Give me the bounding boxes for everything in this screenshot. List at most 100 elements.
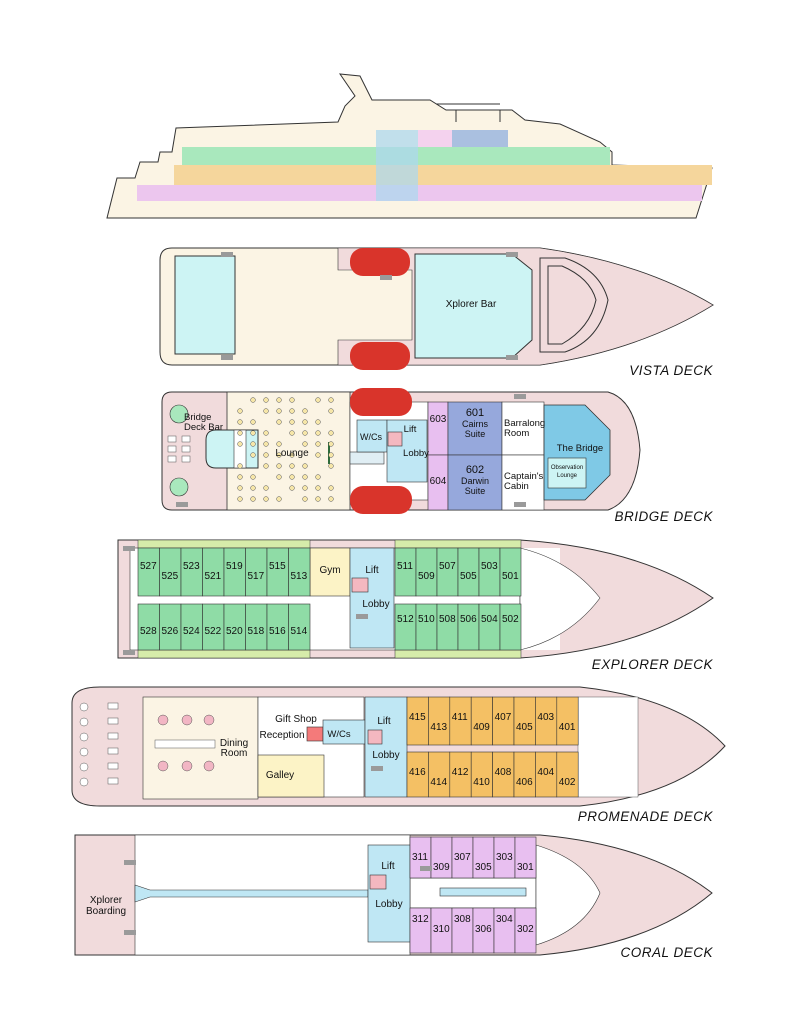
galley-room bbox=[257, 754, 325, 798]
dining-table bbox=[181, 714, 193, 726]
cabin-number: 514 bbox=[291, 626, 308, 637]
lounge-chair bbox=[302, 408, 308, 414]
galley-label: Galley bbox=[266, 770, 294, 781]
lift-shaft bbox=[367, 729, 383, 745]
cabin-603 bbox=[427, 401, 449, 456]
cabin-401 bbox=[556, 696, 579, 746]
captains-cabin-line1: Captain's bbox=[504, 471, 544, 482]
deck-seat bbox=[79, 702, 89, 712]
lobby-label: Lobby bbox=[403, 448, 429, 459]
lobby-area bbox=[386, 419, 428, 483]
lounge-chair bbox=[276, 397, 282, 403]
barralong-room bbox=[501, 401, 545, 456]
lounge-chair bbox=[315, 397, 321, 403]
cabin-number: 303 bbox=[496, 852, 513, 863]
cabin-number: 527 bbox=[140, 561, 157, 572]
lounge-chair bbox=[263, 463, 269, 469]
observation-lounge-line1: Observation bbox=[551, 465, 583, 471]
cabin-number: 410 bbox=[473, 777, 490, 788]
vent-grille bbox=[506, 355, 518, 360]
lounge-chair bbox=[289, 463, 295, 469]
lounge-chair bbox=[315, 430, 321, 436]
cabin-503 bbox=[478, 547, 501, 597]
darwin-suite bbox=[447, 454, 503, 511]
bar-table bbox=[167, 455, 177, 463]
reception-label: Reception bbox=[259, 730, 304, 741]
cabin-409 bbox=[470, 696, 493, 746]
dining-table bbox=[157, 714, 169, 726]
cabin-number: 413 bbox=[430, 722, 447, 733]
deck-seat bbox=[79, 777, 89, 787]
cabin-number: 414 bbox=[430, 777, 447, 788]
promenade-cabins: 4154134114094074054034014164144124104084… bbox=[406, 696, 579, 798]
lounge-chair bbox=[315, 452, 321, 458]
coral-lobby bbox=[367, 844, 411, 943]
cabin-number: 513 bbox=[291, 571, 308, 582]
deck-table bbox=[107, 747, 119, 755]
lounge-chair bbox=[315, 485, 321, 491]
cabin-number: 402 bbox=[559, 777, 576, 788]
lift-shaft bbox=[351, 577, 369, 593]
lounge-chair bbox=[250, 496, 256, 502]
deck-table bbox=[107, 732, 119, 740]
deck-name-vista: VISTA DECK bbox=[629, 363, 713, 378]
lounge-chair bbox=[315, 441, 321, 447]
lounge-chair bbox=[289, 452, 295, 458]
vent-grille bbox=[221, 355, 233, 360]
cabin-number: 311 bbox=[412, 852, 428, 863]
cabin-number: 516 bbox=[269, 626, 286, 637]
deck-name-promenade: PROMENADE DECK bbox=[578, 809, 714, 824]
lounge-chair bbox=[237, 474, 243, 480]
promenade-lobby bbox=[364, 696, 408, 798]
cabin-number: 523 bbox=[183, 561, 200, 572]
lounge-chair bbox=[289, 419, 295, 425]
cabin-number: 301 bbox=[517, 862, 534, 873]
lounge-chair bbox=[250, 474, 256, 480]
lounge-chair bbox=[250, 485, 256, 491]
cabin-number: 521 bbox=[205, 571, 222, 582]
bar-table bbox=[167, 445, 177, 453]
lounge-chair bbox=[328, 496, 334, 502]
barralong-line2: Room bbox=[504, 428, 529, 439]
cabin-number: 505 bbox=[460, 571, 477, 582]
lounge-chair bbox=[263, 441, 269, 447]
vent-grille bbox=[221, 252, 233, 257]
lounge-chair bbox=[250, 441, 256, 447]
lounge-chair bbox=[315, 419, 321, 425]
deck-name-explorer: EXPLORER DECK bbox=[592, 657, 714, 672]
cabin-number: 506 bbox=[460, 614, 477, 625]
lounge-furniture bbox=[167, 397, 334, 502]
deck-name-bridge: BRIDGE DECK bbox=[614, 509, 713, 524]
observation-lounge-line2: Lounge bbox=[557, 473, 578, 479]
deck-vents bbox=[123, 252, 526, 935]
cairns-suite bbox=[447, 401, 503, 456]
lounge-chair bbox=[302, 441, 308, 447]
dining-furniture bbox=[79, 702, 216, 787]
lift-label: Lift bbox=[404, 424, 417, 435]
cabin-number: 404 bbox=[537, 767, 554, 778]
tender-boat bbox=[350, 486, 412, 514]
cabin-number: 302 bbox=[517, 924, 534, 935]
suite-602-line1: Darwin bbox=[461, 476, 489, 486]
cabin-406 bbox=[513, 751, 536, 798]
lounge-chair bbox=[289, 397, 295, 403]
cabin-506 bbox=[457, 603, 480, 651]
lounge-chair bbox=[237, 441, 243, 447]
suite-601-line2: Suite bbox=[465, 429, 486, 439]
tender-boat bbox=[350, 342, 410, 370]
gift-shop-label: Gift Shop bbox=[275, 714, 317, 725]
cabin-410 bbox=[470, 751, 493, 798]
cabin-number: 409 bbox=[473, 722, 490, 733]
cabin-number: 507 bbox=[439, 561, 456, 572]
cabin-302 bbox=[514, 907, 537, 954]
cabin-number: 525 bbox=[162, 571, 179, 582]
captains-cabin-line2: Cabin bbox=[504, 481, 529, 492]
bar-table bbox=[181, 445, 191, 453]
cabin-number: 504 bbox=[481, 614, 498, 625]
cabin-number: 526 bbox=[162, 626, 179, 637]
dining-room-line2: Room bbox=[221, 748, 248, 759]
cabin-number: 522 bbox=[205, 626, 222, 637]
lounge-chair bbox=[302, 485, 308, 491]
